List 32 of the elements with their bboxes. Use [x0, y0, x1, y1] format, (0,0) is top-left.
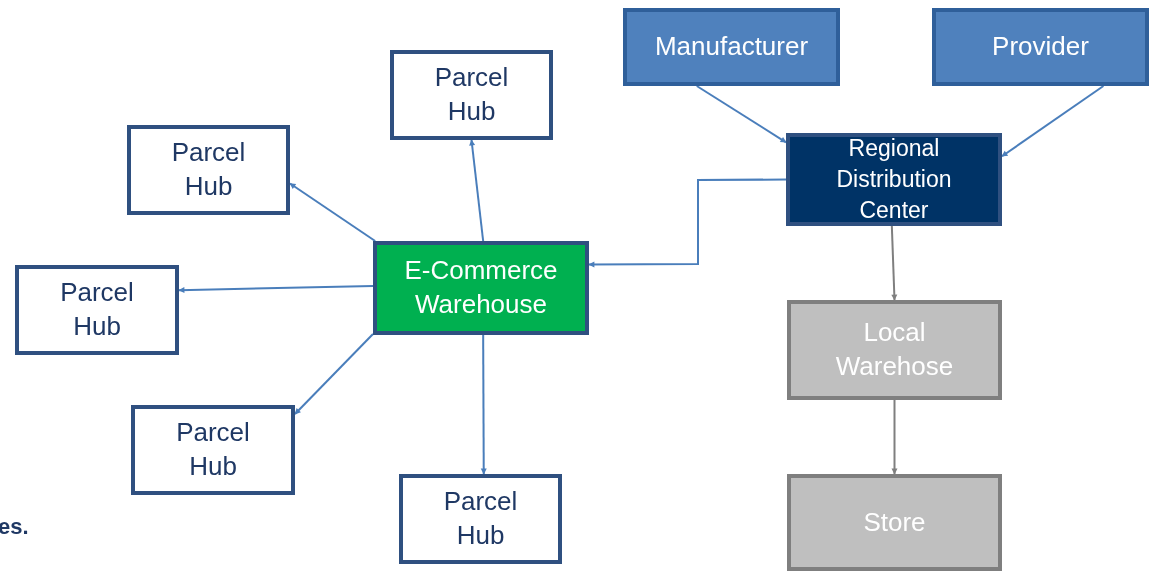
node-label: Parcel Hub — [59, 276, 135, 343]
arrow — [469, 139, 485, 242]
warehouse-box — [373, 241, 589, 335]
arrow — [480, 334, 487, 475]
process-box — [786, 133, 1002, 226]
node-label: Regional Distribution Center — [835, 133, 953, 226]
hub-box — [390, 50, 553, 140]
node-label: Provider — [992, 30, 1089, 64]
process-box — [932, 8, 1149, 86]
hub-box — [399, 474, 562, 564]
arrow — [695, 85, 787, 144]
node-label: Store — [863, 505, 926, 539]
arrow — [588, 178, 787, 268]
process-box — [787, 474, 1002, 571]
hub-box — [15, 265, 179, 355]
arrow — [1001, 85, 1105, 158]
node-label: Manufacturer — [654, 30, 809, 64]
hub-box — [131, 405, 295, 495]
process-box — [787, 300, 1002, 400]
arrow — [178, 285, 374, 294]
process-box — [623, 8, 840, 86]
node-label: Parcel Hub — [442, 485, 519, 552]
arrow — [890, 225, 898, 301]
node-label: E-Commerce Warehouse — [403, 254, 559, 321]
hub-box — [127, 125, 290, 215]
arrow — [289, 182, 377, 242]
arrow — [891, 399, 898, 475]
arrow — [294, 333, 374, 415]
node-label: Parcel Hub — [175, 416, 251, 483]
node-label: Parcel Hub — [170, 136, 247, 203]
node-label: Local Warehose — [834, 316, 955, 383]
node-label: Parcel Hub — [433, 61, 510, 128]
